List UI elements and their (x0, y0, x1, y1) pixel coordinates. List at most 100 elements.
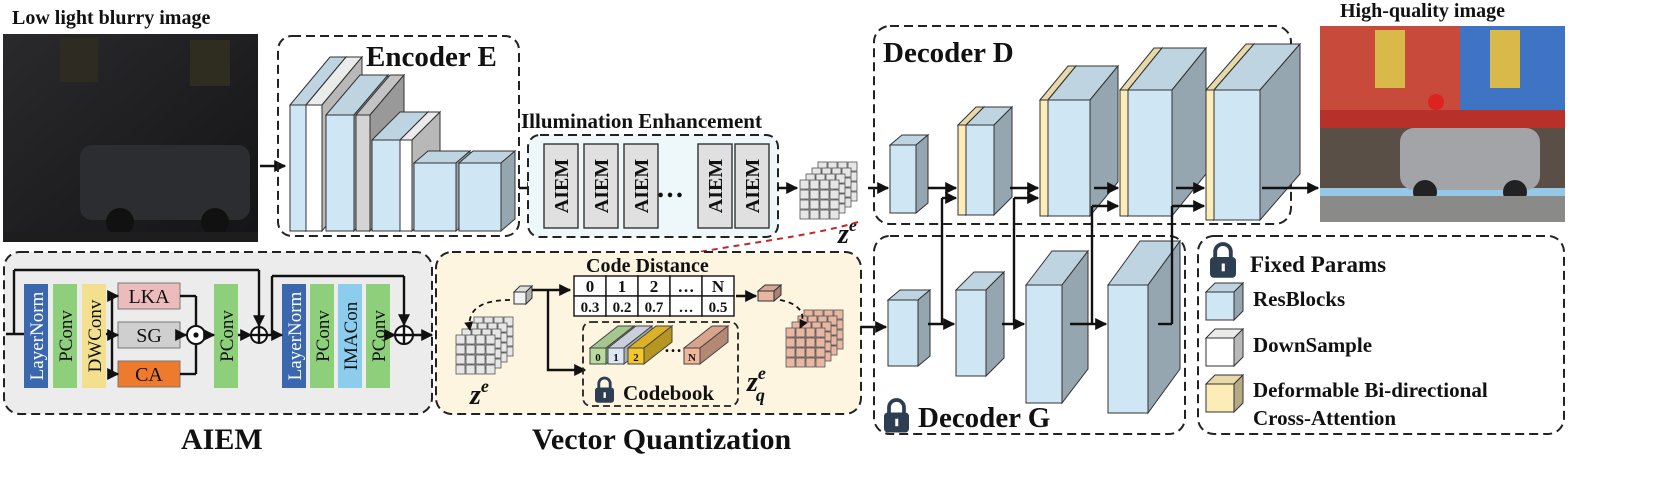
legend-resblock-swatch (1204, 281, 1245, 322)
sg-box-label: SG (136, 325, 162, 347)
quantized-vector (756, 283, 783, 303)
output-image (1320, 26, 1565, 222)
legend-swatches (1204, 281, 1245, 414)
code-index: 0 (586, 277, 595, 296)
lock-icon (1210, 242, 1236, 278)
decoder-d-title: Decoder D (883, 37, 1014, 69)
legend-dbca-swatch (1204, 373, 1245, 414)
encoder-blocks (288, 55, 517, 233)
code-distance-value: … (679, 300, 694, 316)
codebook-index: 2 (633, 352, 639, 364)
legend-dbca-label-2: Cross-Attention (1253, 406, 1396, 430)
encoder-title: Encoder E (366, 41, 497, 73)
encoder-box (277, 35, 520, 237)
decoder-d-block-2 (964, 105, 1014, 217)
decoder-g-block-4 (1107, 239, 1181, 415)
codebook-box (582, 321, 739, 407)
layernorm-box: LayerNorm (24, 284, 48, 388)
lka-box: LKA (117, 282, 181, 310)
ze-label-bottom: ze (469, 376, 489, 411)
vq-title: Vector Quantization (532, 423, 791, 456)
code-distance-value: 0.3 (581, 300, 600, 316)
encoder-resblock-5 (457, 149, 517, 233)
decoder-d-blocks (888, 42, 1302, 222)
pconv-box-label: PConv (56, 310, 77, 362)
code-distance-table: 0 0.3 1 0.2 2 0.7 … … N 0.5 (464, 275, 808, 376)
pconv-box-4-label: PConv (369, 310, 390, 362)
ze-cube-top (799, 161, 858, 220)
decoder-g-block-1 (886, 288, 932, 368)
query-vector (512, 284, 534, 306)
ca-box: CA (117, 360, 181, 388)
aiem-block-label: AIEM (551, 159, 573, 214)
aiem-ellipsis: … (656, 173, 684, 204)
dwconv-box-label: DWConv (85, 299, 106, 372)
decoder-d-block-1 (888, 133, 930, 215)
code-index: N (712, 277, 725, 296)
code-distance-title: Code Distance (586, 255, 709, 277)
aiem-block-label: AIEM (705, 159, 727, 214)
sg-box: SG (117, 321, 181, 349)
aiem-block: AIEM (734, 143, 770, 229)
imacon-box-label: IMACon (341, 301, 362, 370)
pconv-box-3-label: PConv (313, 310, 334, 362)
aiem-block: AIEM (583, 143, 619, 229)
aiem-block-label: AIEM (591, 159, 613, 214)
codebook-vector: 2 (626, 324, 674, 366)
code-index: 2 (650, 277, 659, 296)
codebook-label: Codebook (623, 381, 714, 405)
code-index: … (678, 277, 695, 296)
input-image-title: Low light blurry image (12, 7, 210, 29)
layernorm-box-2: LayerNorm (282, 284, 306, 388)
aiem-block: AIEM (623, 143, 659, 229)
lka-box-label: LKA (128, 286, 170, 308)
decoder-g-block-2 (954, 270, 1006, 378)
decoder-d-block-4 (1126, 46, 1208, 218)
aiem-detail-blocks: LayerNorm PConv DWConv LKA SG CA PConv LayerNor… (24, 282, 414, 388)
decoder-g-block-3 (1024, 249, 1090, 405)
ze-feature-cube (799, 161, 858, 220)
ca-box-label: CA (135, 364, 163, 386)
lock-icon (595, 376, 614, 403)
decoder-g-box (873, 235, 1186, 435)
codebook-index: N (688, 352, 696, 364)
code-distance-value: 0.5 (709, 300, 728, 316)
decoder-cross-connections (6, 182, 1320, 380)
layernorm-box-2-label: LayerNorm (285, 291, 306, 380)
dwconv-box: DWConv (82, 284, 106, 388)
codebook-ellipsis: … (664, 336, 682, 356)
lock-icon (884, 398, 909, 433)
pconv-box-3: PConv (310, 284, 334, 388)
codebook-index: 0 (595, 352, 601, 364)
code-index: 1 (618, 277, 627, 296)
pconv-box-4: PConv (366, 284, 390, 388)
ze-label-top: ze (837, 215, 857, 250)
pconv-box-2-label: PConv (217, 310, 238, 362)
legend-downsample-swatch (1204, 327, 1245, 368)
input-image (3, 34, 258, 242)
legend-fixed-label: Fixed Params (1250, 252, 1386, 277)
aiem-block: AIEM (697, 143, 733, 229)
illumination-title: Illumination Enhancement (521, 109, 762, 133)
imacon-box: IMACon (338, 284, 362, 388)
decoder-g-blocks (886, 239, 1181, 415)
aiem-title: AIEM (181, 423, 263, 456)
output-image-title: High-quality image (1340, 0, 1505, 22)
legend-downsample-label: DownSample (1253, 333, 1372, 357)
layernorm-box-label: LayerNorm (27, 291, 48, 380)
pconv-box-2: PConv (214, 284, 238, 388)
pconv-box: PConv (53, 284, 77, 388)
legend-dbca-label-1: Deformable Bi-directional (1253, 378, 1488, 402)
legend-resblocks-label: ResBlocks (1253, 287, 1345, 311)
aiem-block: AIEM (543, 143, 579, 229)
legend-box (1197, 235, 1565, 435)
decoder-d-block-5 (1212, 42, 1302, 222)
codebook-vector: N (682, 324, 730, 366)
decoder-g-title: Decoder G (918, 402, 1050, 434)
code-distance-value: 0.2 (613, 300, 632, 316)
aiem-block-label: AIEM (631, 159, 653, 214)
code-distance-value: 0.7 (645, 300, 664, 316)
